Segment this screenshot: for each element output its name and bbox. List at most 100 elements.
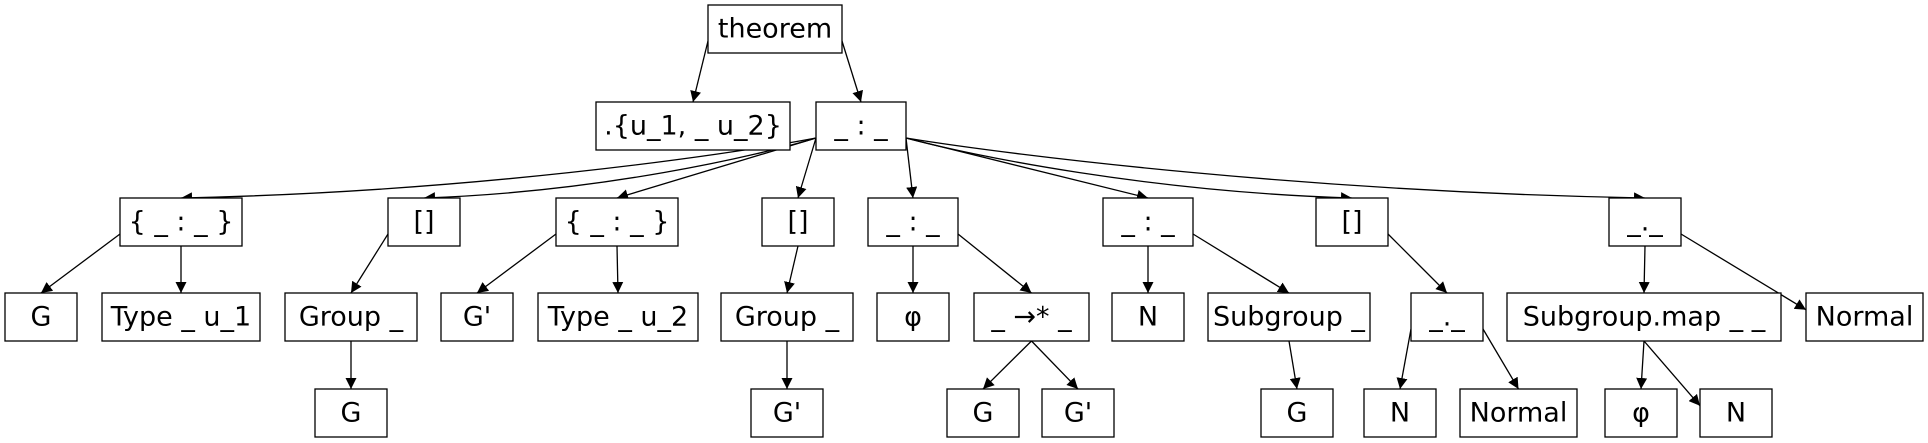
node-label: Group _ bbox=[735, 302, 840, 333]
node-box bbox=[1207, 292, 1371, 342]
tree-node: theorem bbox=[707, 4, 843, 54]
node-box bbox=[750, 388, 824, 438]
node-label: N bbox=[1390, 398, 1410, 429]
edge-n1-n3 bbox=[841, 40, 863, 103]
node-box bbox=[537, 292, 699, 342]
node-label: G bbox=[1287, 398, 1308, 429]
node-box bbox=[555, 197, 679, 247]
node-box bbox=[720, 292, 854, 342]
tree-node: N bbox=[1699, 388, 1773, 438]
tree-node: N bbox=[1363, 388, 1437, 438]
node-box bbox=[1459, 388, 1578, 438]
node-box bbox=[1041, 388, 1115, 438]
edge-n19-n28 bbox=[1031, 340, 1079, 390]
edge-n3-n11 bbox=[905, 137, 1646, 204]
node-box bbox=[815, 101, 907, 151]
node-box bbox=[1506, 292, 1782, 342]
edge-n11-n23 bbox=[1638, 245, 1650, 294]
node-box bbox=[1604, 388, 1678, 438]
tree-node: φ bbox=[876, 292, 950, 342]
node-label: G' bbox=[773, 398, 801, 429]
tree-node: Subgroup.map _ _ bbox=[1506, 292, 1782, 342]
node-box bbox=[119, 197, 243, 247]
node-label: φ bbox=[1632, 398, 1650, 429]
node-label: Subgroup _ bbox=[1213, 302, 1365, 333]
edge-n3-n8 bbox=[905, 137, 918, 199]
node-box bbox=[876, 292, 950, 342]
tree-node: φ bbox=[1604, 388, 1678, 438]
node-box bbox=[973, 292, 1090, 342]
node-box bbox=[1363, 388, 1437, 438]
tree-node: { _ : _ } bbox=[555, 197, 679, 247]
edge-n9-n21 bbox=[1192, 233, 1290, 294]
node-box bbox=[1111, 292, 1185, 342]
tree-node: Group _ bbox=[720, 292, 854, 342]
node-label: .{u_1, _ u_2} bbox=[604, 111, 782, 142]
node-box bbox=[284, 292, 418, 342]
node-box bbox=[387, 197, 461, 247]
node-box bbox=[1608, 197, 1682, 247]
node-label: _._ bbox=[1428, 302, 1465, 333]
node-label: N bbox=[1138, 302, 1158, 333]
node-box bbox=[946, 388, 1020, 438]
edge-n3-n7 bbox=[795, 137, 817, 199]
node-label: [] bbox=[1341, 207, 1362, 238]
node-box bbox=[1260, 388, 1334, 438]
node-box bbox=[1410, 292, 1484, 342]
tree-node: N bbox=[1111, 292, 1185, 342]
edge-n6-n15 bbox=[476, 233, 557, 294]
edge-n22-n30 bbox=[1396, 328, 1412, 390]
edge-n19-n27 bbox=[982, 340, 1032, 390]
node-label: { _ : _ } bbox=[565, 207, 670, 238]
edge-n7-n17 bbox=[784, 245, 799, 294]
tree-node: G bbox=[1260, 388, 1334, 438]
node-label: Type _ u_2 bbox=[547, 302, 688, 333]
tree-node: Subgroup _ bbox=[1207, 292, 1371, 342]
edge-n22-n31 bbox=[1482, 328, 1520, 390]
node-label: _ →* _ bbox=[990, 302, 1072, 333]
node-label: _ : _ bbox=[885, 207, 940, 238]
node-label: G bbox=[973, 398, 994, 429]
edge-n10-n22 bbox=[1387, 233, 1448, 294]
node-label: Normal bbox=[1470, 398, 1568, 429]
tree-node: [] bbox=[761, 197, 835, 247]
node-box bbox=[101, 292, 261, 342]
tree-node: _._ bbox=[1608, 197, 1682, 247]
node-box bbox=[595, 101, 791, 151]
edge-n4-n12 bbox=[40, 233, 121, 294]
node-label: { _ : _ } bbox=[129, 207, 234, 238]
node-box bbox=[1805, 292, 1924, 342]
edge-n1-n2 bbox=[690, 40, 709, 103]
tree-node: Normal bbox=[1459, 388, 1578, 438]
tree-node: G bbox=[314, 388, 388, 438]
node-label: Group _ bbox=[299, 302, 404, 333]
edge-n21-n29 bbox=[1288, 340, 1301, 390]
node-label: [] bbox=[787, 207, 808, 238]
node-box bbox=[1315, 197, 1389, 247]
node-box bbox=[761, 197, 835, 247]
node-label: G bbox=[31, 302, 52, 333]
tree-node: _ : _ bbox=[815, 101, 907, 151]
edge-n23-n33 bbox=[1643, 340, 1701, 407]
node-box bbox=[867, 197, 959, 247]
node-box bbox=[314, 388, 388, 438]
tree-node: Type _ u_1 bbox=[101, 292, 261, 342]
edge-n6-n16 bbox=[612, 245, 624, 294]
node-label: _._ bbox=[1626, 207, 1663, 238]
node-box bbox=[440, 292, 514, 342]
tree-node: _ →* _ bbox=[973, 292, 1090, 342]
node-label: _ : _ bbox=[833, 111, 888, 142]
tree-node: Normal bbox=[1805, 292, 1924, 342]
node-box bbox=[1102, 197, 1194, 247]
tree-node: _._ bbox=[1410, 292, 1484, 342]
tree-node: { _ : _ } bbox=[119, 197, 243, 247]
tree-node: Group _ bbox=[284, 292, 418, 342]
tree-node: _ : _ bbox=[1102, 197, 1194, 247]
tree-node: G' bbox=[750, 388, 824, 438]
tree-node: G bbox=[4, 292, 78, 342]
tree-node: G' bbox=[1041, 388, 1115, 438]
tree-node: .{u_1, _ u_2} bbox=[595, 101, 791, 151]
tree-node: Type _ u_2 bbox=[537, 292, 699, 342]
tree-node: G bbox=[946, 388, 1020, 438]
